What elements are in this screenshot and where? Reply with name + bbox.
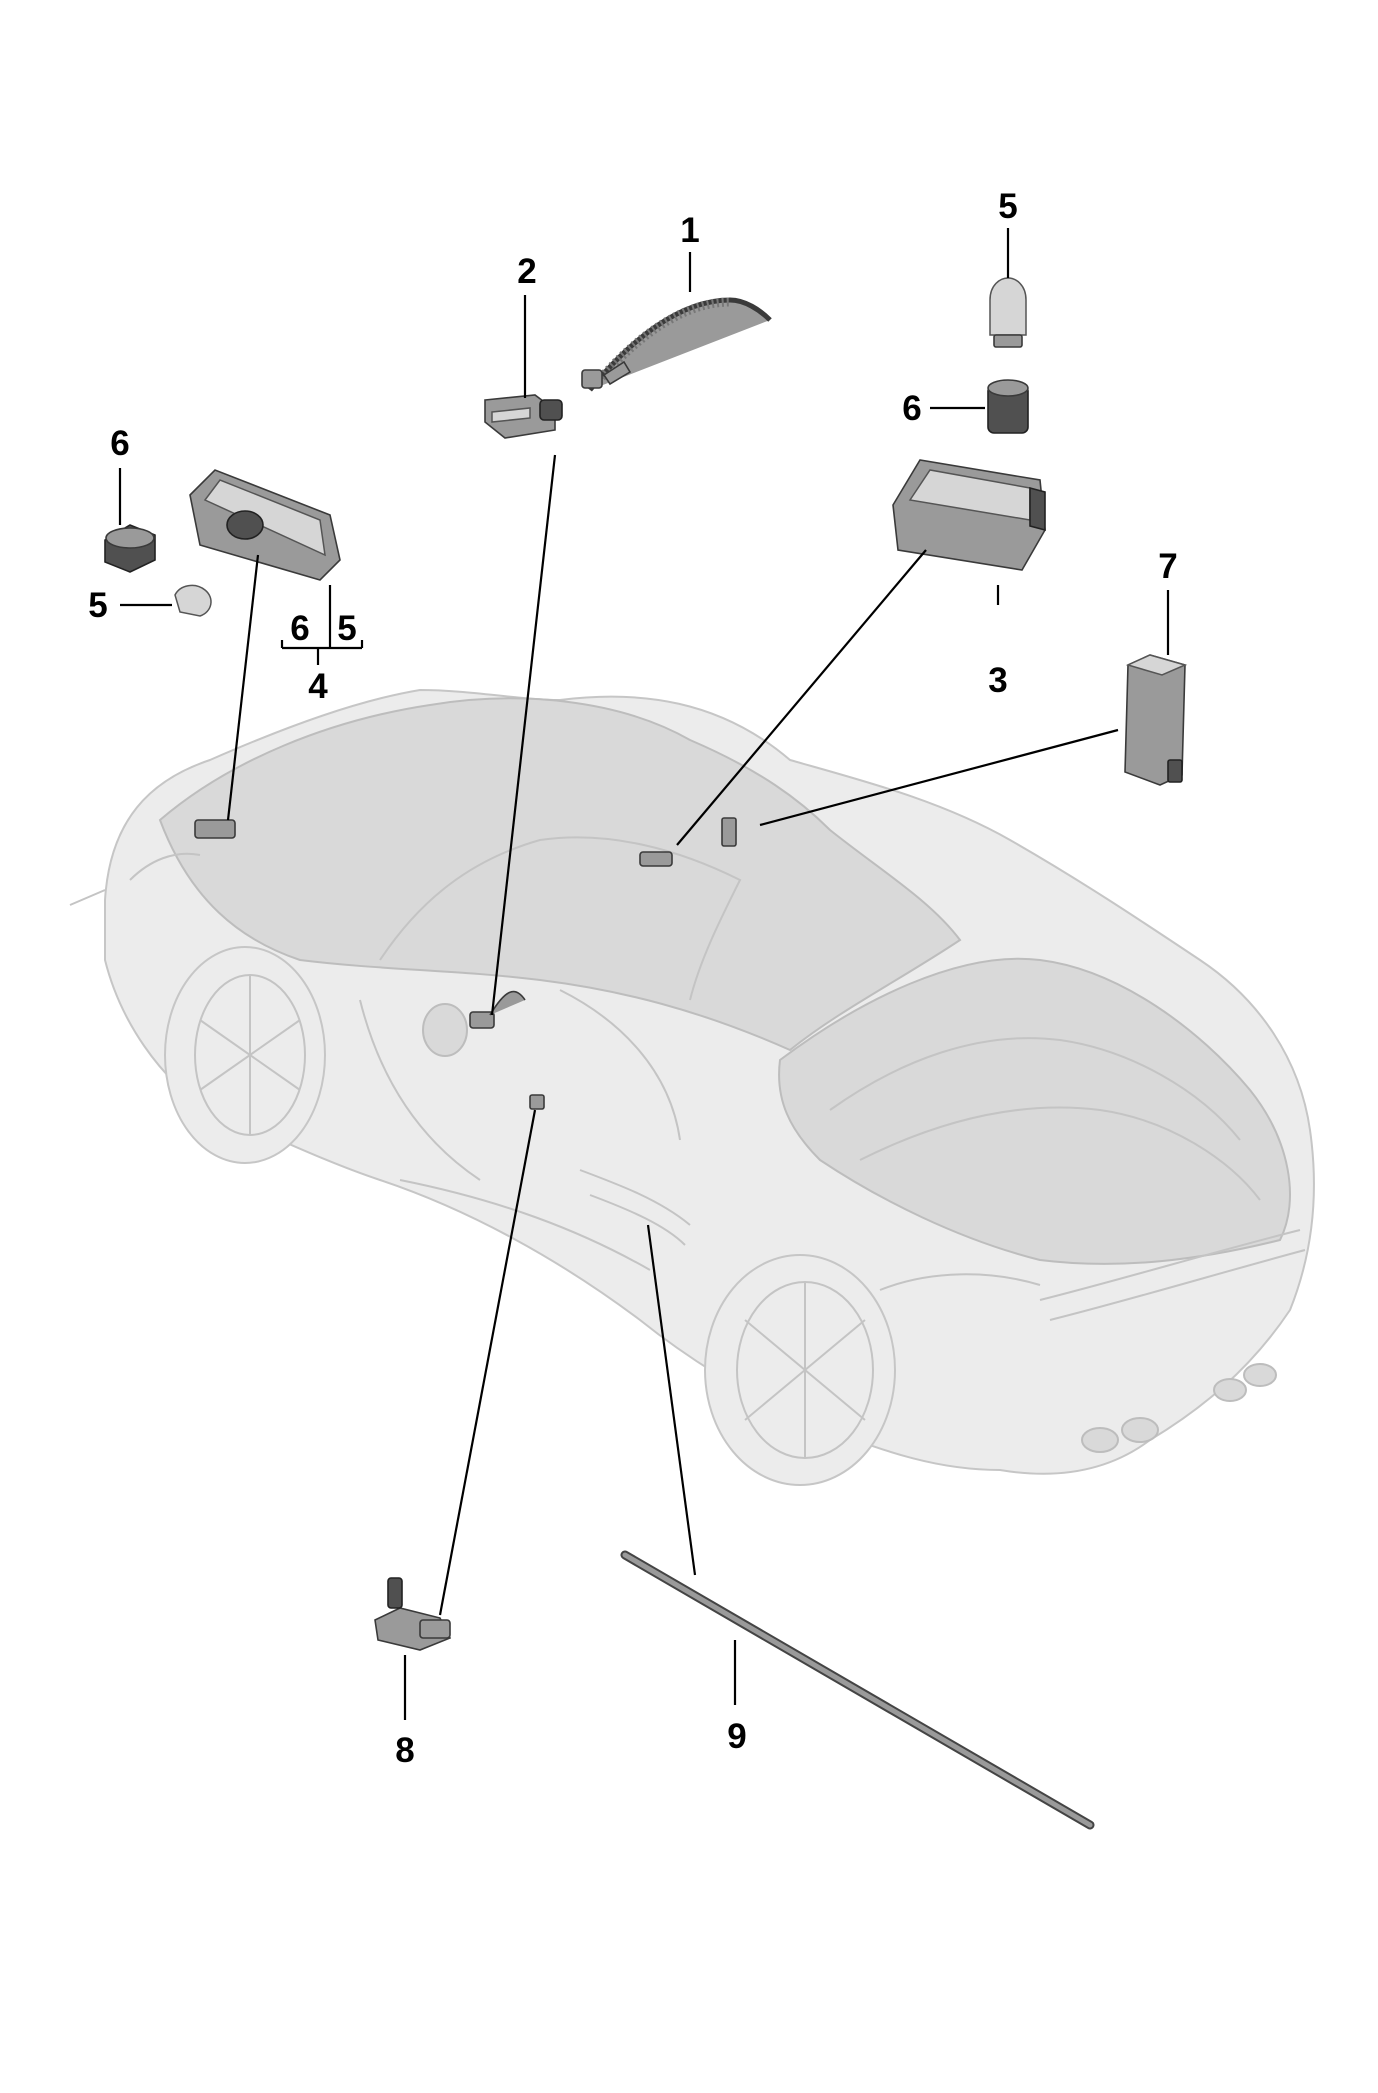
callout-1: 1 (680, 211, 699, 250)
part-6-bulb-socket-icon[interactable] (987, 379, 1029, 434)
callout-5-left: 5 (88, 586, 107, 625)
callout-4: 4 (308, 667, 328, 706)
part-9-rod-icon[interactable] (620, 1550, 1095, 1830)
part-5-left-bulb-icon[interactable] (174, 584, 212, 617)
part-2-connector-icon[interactable] (484, 394, 563, 439)
callout-3: 3 (988, 661, 1007, 700)
callout-4-sub-6: 6 (290, 609, 309, 648)
callout-4-sub-5: 5 (337, 609, 356, 648)
leader-lines (118, 228, 1170, 1720)
car-part-markers (194, 817, 737, 1110)
part-5-bulb-icon[interactable] (989, 277, 1027, 348)
callout-labels: 1 2 5 6 3 6 5 6 5 4 7 8 9 (88, 187, 1177, 1770)
callout-6-left: 6 (110, 424, 129, 463)
callout-6-top: 6 (902, 389, 921, 428)
callout-5-top: 5 (998, 187, 1017, 226)
part-8-switch-icon[interactable] (374, 1577, 452, 1651)
part-6-left-bulb-socket-icon[interactable] (104, 524, 156, 573)
part-7-control-module-icon[interactable] (1124, 654, 1188, 786)
rear-wheel (704, 1254, 896, 1486)
car-illustration (69, 688, 1315, 1486)
front-wheel (164, 946, 326, 1164)
callout-7: 7 (1158, 547, 1177, 586)
part-1-cable-harness-icon[interactable] (581, 297, 772, 392)
part-4-lamp-housing-icon[interactable] (189, 469, 341, 581)
callout-9: 9 (727, 1717, 746, 1756)
part-3-lamp-housing-icon[interactable] (892, 459, 1046, 571)
callout-2: 2 (517, 252, 536, 291)
callout-8: 8 (395, 1731, 414, 1770)
